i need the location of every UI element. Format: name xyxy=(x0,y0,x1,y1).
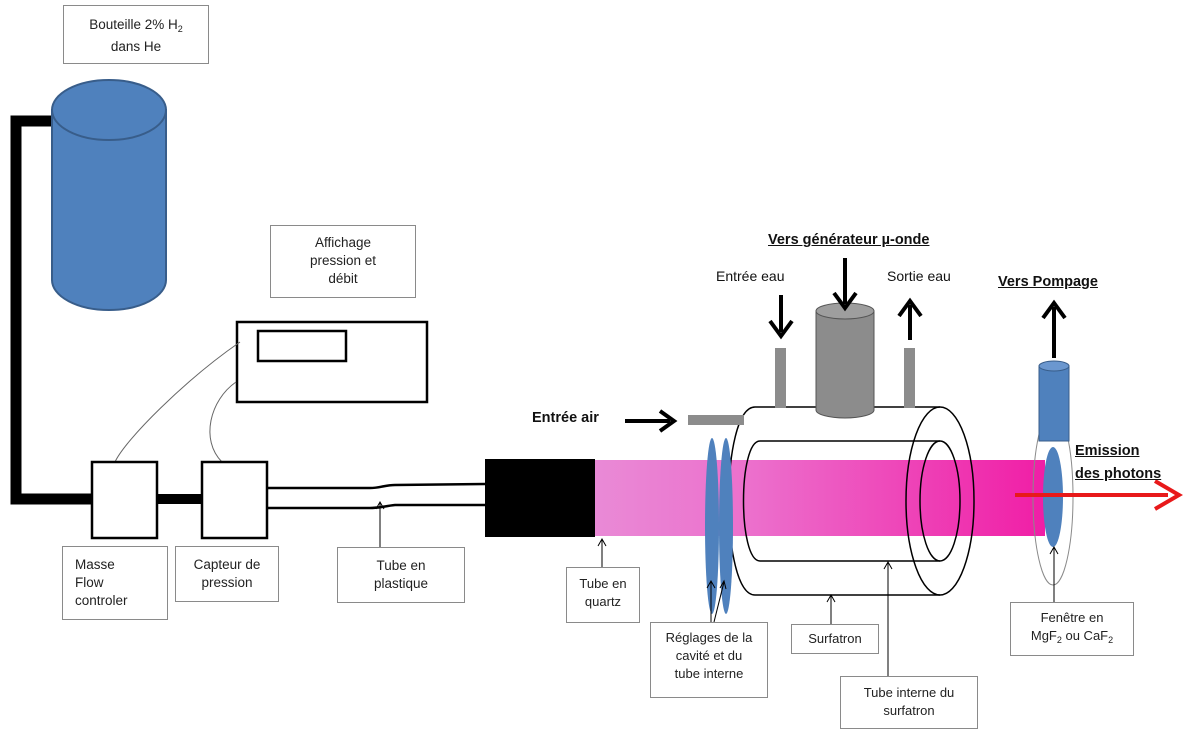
adjustments-label-line1: Réglages de la xyxy=(665,630,753,645)
air-in-label: Entrée air xyxy=(532,410,599,426)
water-out-label: Sortie eau xyxy=(887,268,951,284)
window-label: Fenêtre en MgF2 ou CaF2 xyxy=(1010,602,1134,656)
plastic-tube-label-line2: plastique xyxy=(373,576,429,591)
adjustments-label-line3: tube interne xyxy=(674,666,744,681)
callout-pointers xyxy=(375,500,1059,676)
display-label-line2: pression et xyxy=(309,253,377,268)
adjustment-ring-2 xyxy=(719,438,733,614)
pressure-sensor-label-line1: Capteur de xyxy=(193,557,261,572)
bottle-label-line1: Bouteille 2% H xyxy=(89,17,178,32)
display-label: Affichage pression et débit xyxy=(270,225,416,298)
signal-wire-sensor xyxy=(209,381,237,463)
mfc-label-line3: controler xyxy=(75,593,128,608)
mfc-label-line1: Masse xyxy=(75,557,115,572)
pumping-arrow xyxy=(1041,299,1067,358)
inner-tube-label: Tube interne du surfatron xyxy=(840,676,978,729)
pressure-sensor-label: Capteur de pression xyxy=(175,546,279,602)
inner-tube-label-line1: Tube interne du xyxy=(863,685,955,700)
window-label-mgf: MgF xyxy=(1030,628,1057,643)
plastic-tube xyxy=(267,482,486,510)
mass-flow-controller-box xyxy=(90,460,159,540)
window-label-caf-sub: 2 xyxy=(1108,635,1114,645)
pumping-label: Vers Pompage xyxy=(998,274,1098,290)
water-in-arrow xyxy=(768,295,794,340)
plastic-tube-label: Tube en plastique xyxy=(337,547,465,603)
pressure-sensor-label-line2: pression xyxy=(201,575,253,590)
adjustments-label: Réglages de la cavité et du tube interne xyxy=(650,622,768,698)
microwave-coupler xyxy=(815,302,875,419)
plastic-tube-label-line1: Tube en xyxy=(376,558,426,573)
adjustment-ring-1 xyxy=(705,438,719,614)
pumping-port xyxy=(1038,360,1070,442)
window-label-line1: Fenêtre en xyxy=(1040,610,1104,625)
surfatron-label-text: Surfatron xyxy=(808,631,862,646)
water-in-pipe xyxy=(775,348,786,408)
inner-tube-label-line2: surfatron xyxy=(883,703,935,718)
quartz-tube-label-line2: quartz xyxy=(584,594,622,609)
quartz-tube-label-line1: Tube en xyxy=(579,576,627,591)
microwave-arrow xyxy=(832,258,858,312)
photon-emission-arrow xyxy=(1015,479,1183,511)
signal-wire-mfc xyxy=(114,341,241,463)
tube-connector xyxy=(485,459,595,537)
water-out-arrow xyxy=(897,297,923,340)
pressure-flow-display xyxy=(235,320,429,404)
water-out-pipe xyxy=(904,348,915,408)
bottle-label: Bouteille 2% H2 dans He xyxy=(63,5,209,64)
display-label-line3: débit xyxy=(328,271,358,286)
gas-bottle xyxy=(51,79,167,311)
mfc-label: Masse Flow controler xyxy=(62,546,168,620)
emission-label-line1: Emission xyxy=(1075,443,1140,459)
quartz-tube-plasma xyxy=(595,460,1045,536)
quartz-tube-label: Tube en quartz xyxy=(566,567,640,623)
bottle-label-line2: dans He xyxy=(110,39,162,54)
water-in-label: Entrée eau xyxy=(716,268,785,284)
display-label-line1: Affichage xyxy=(314,235,372,250)
surfatron-label: Surfatron xyxy=(791,624,879,654)
emission-label-line2: des photons xyxy=(1075,466,1162,482)
window-label-caf: ou CaF xyxy=(1061,628,1109,643)
air-inlet-pipe xyxy=(688,415,744,425)
pressure-sensor-box xyxy=(200,460,269,540)
mfc-label-line2: Flow xyxy=(75,575,104,590)
gas-supply-pipe xyxy=(10,115,202,505)
air-in-arrow xyxy=(625,409,678,433)
window-label-mgf-sub: 2 xyxy=(1056,635,1062,645)
microwave-generator-label: Vers générateur µ-onde xyxy=(768,232,930,248)
adjustments-label-line2: cavité et du xyxy=(675,648,743,663)
bottle-label-sub: 2 xyxy=(177,24,183,34)
